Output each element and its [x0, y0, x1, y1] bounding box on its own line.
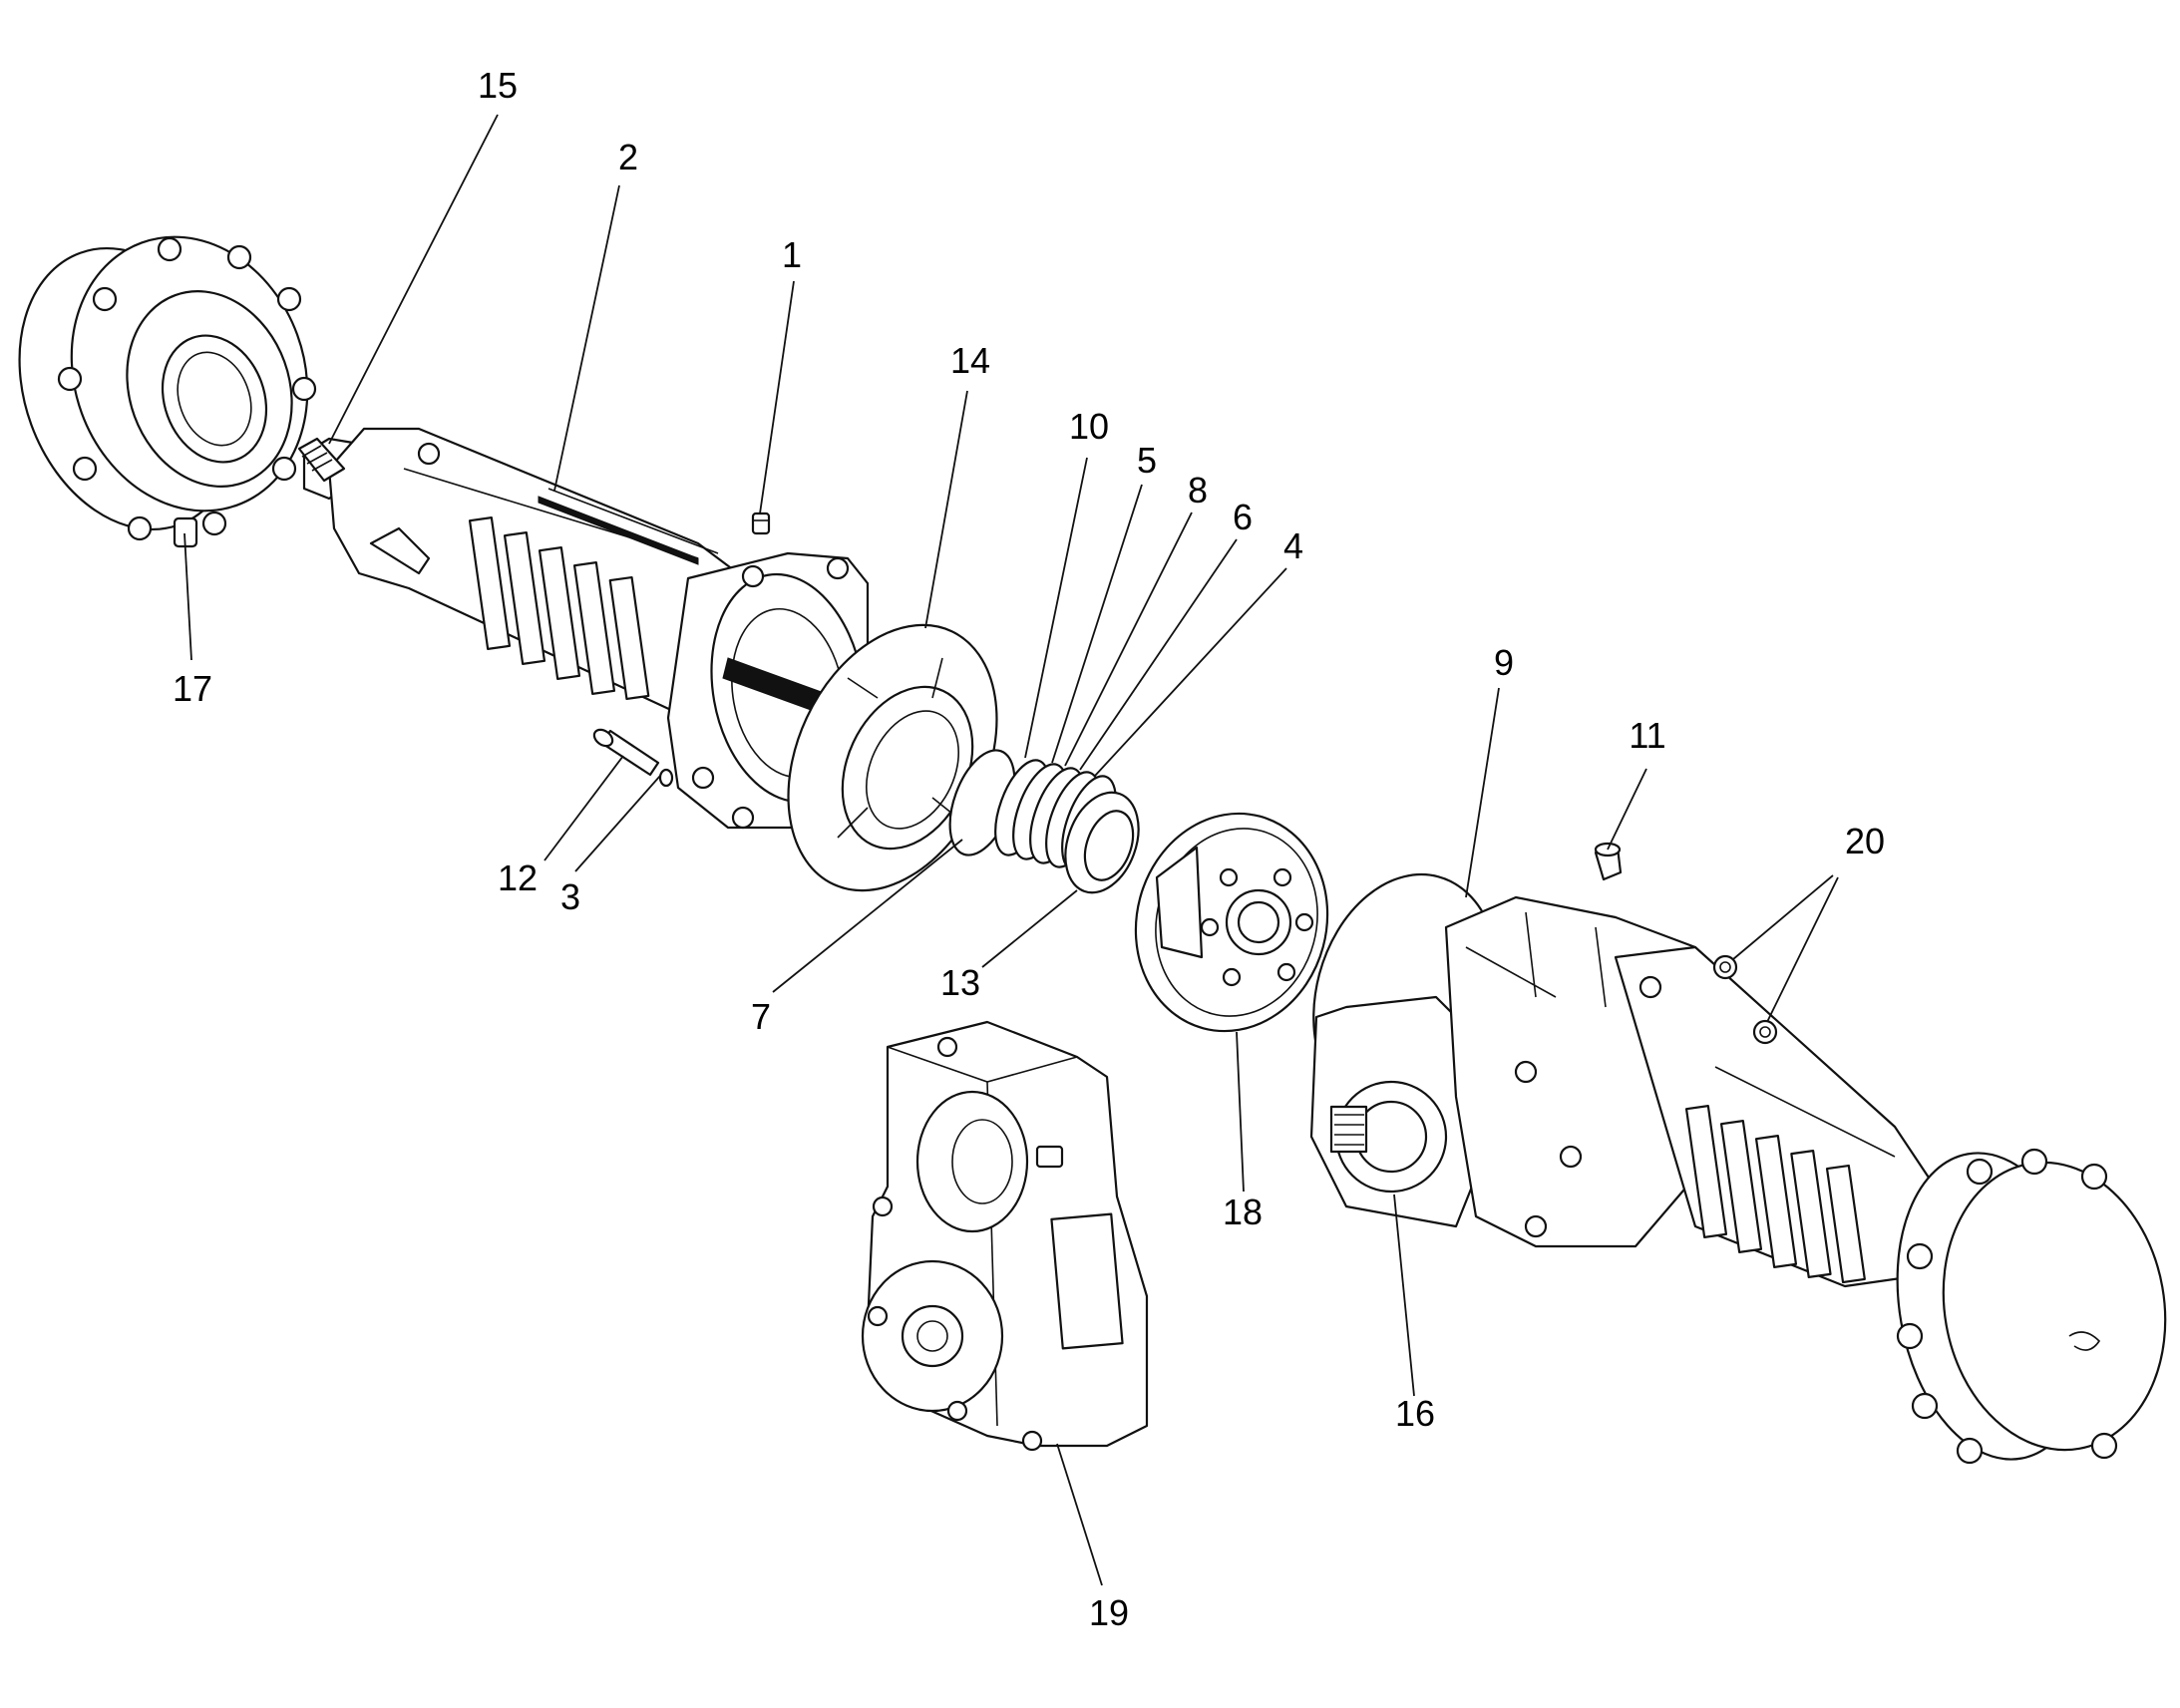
leader-lines — [183, 114, 1839, 1586]
callout-16: 16 — [1395, 1393, 1435, 1434]
callout-5: 5 — [1137, 440, 1157, 481]
breather-plug — [751, 512, 771, 535]
bolt — [592, 728, 674, 788]
leader-7 — [772, 839, 963, 993]
splined-shaft — [297, 437, 346, 483]
callout-20: 20 — [1845, 821, 1885, 861]
callout-12: 12 — [498, 857, 538, 898]
leader-12 — [544, 755, 624, 861]
leader-13 — [981, 889, 1078, 968]
callout-2: 2 — [618, 137, 638, 177]
leader-19 — [1056, 1443, 1103, 1586]
callout-8: 8 — [1188, 470, 1208, 511]
callout-11: 11 — [1629, 715, 1665, 756]
callout-17: 17 — [173, 668, 212, 709]
leader-14 — [924, 390, 968, 629]
leader-6 — [1079, 538, 1238, 771]
leader-15 — [328, 114, 499, 445]
callout-6: 6 — [1233, 497, 1253, 537]
leader-2 — [553, 184, 620, 492]
leader-20a — [1732, 874, 1834, 960]
pinion-flange — [1134, 812, 1329, 1033]
leader-20b — [1766, 876, 1839, 1023]
leader-5 — [1051, 484, 1143, 764]
bearing — [1064, 791, 1140, 894]
callout-9: 9 — [1494, 642, 1514, 683]
axle-housing-right — [1309, 872, 1937, 1288]
callout-1: 1 — [782, 234, 802, 275]
callout-3: 3 — [560, 876, 580, 917]
leader-16 — [1393, 1194, 1415, 1397]
differential-cover — [787, 623, 998, 892]
leader-18 — [1236, 1031, 1245, 1193]
transfer-gearbox — [861, 1020, 1149, 1452]
callout-15: 15 — [478, 65, 518, 106]
callout-4: 4 — [1283, 525, 1303, 566]
leader-11 — [1607, 768, 1647, 851]
leader-1 — [759, 280, 795, 514]
callout-10: 10 — [1069, 406, 1109, 447]
wheel-hub-left — [18, 235, 317, 548]
leader-9 — [1465, 687, 1500, 898]
leader-17 — [183, 532, 192, 661]
nuts — [1712, 954, 1778, 1045]
wheel-hub-right — [1896, 1148, 2167, 1465]
callout-7: 7 — [751, 996, 771, 1037]
leader-8 — [1064, 512, 1193, 767]
callout-13: 13 — [940, 962, 980, 1003]
callout-18: 18 — [1223, 1192, 1263, 1232]
leader-4 — [1094, 567, 1287, 777]
callout-19: 19 — [1089, 1592, 1129, 1633]
callout-labels: 1 2 3 4 5 6 7 8 9 10 11 12 13 14 15 16 1… — [173, 65, 1885, 1633]
callout-14: 14 — [950, 340, 990, 381]
leader-10 — [1024, 457, 1088, 759]
leader-3 — [574, 775, 661, 872]
